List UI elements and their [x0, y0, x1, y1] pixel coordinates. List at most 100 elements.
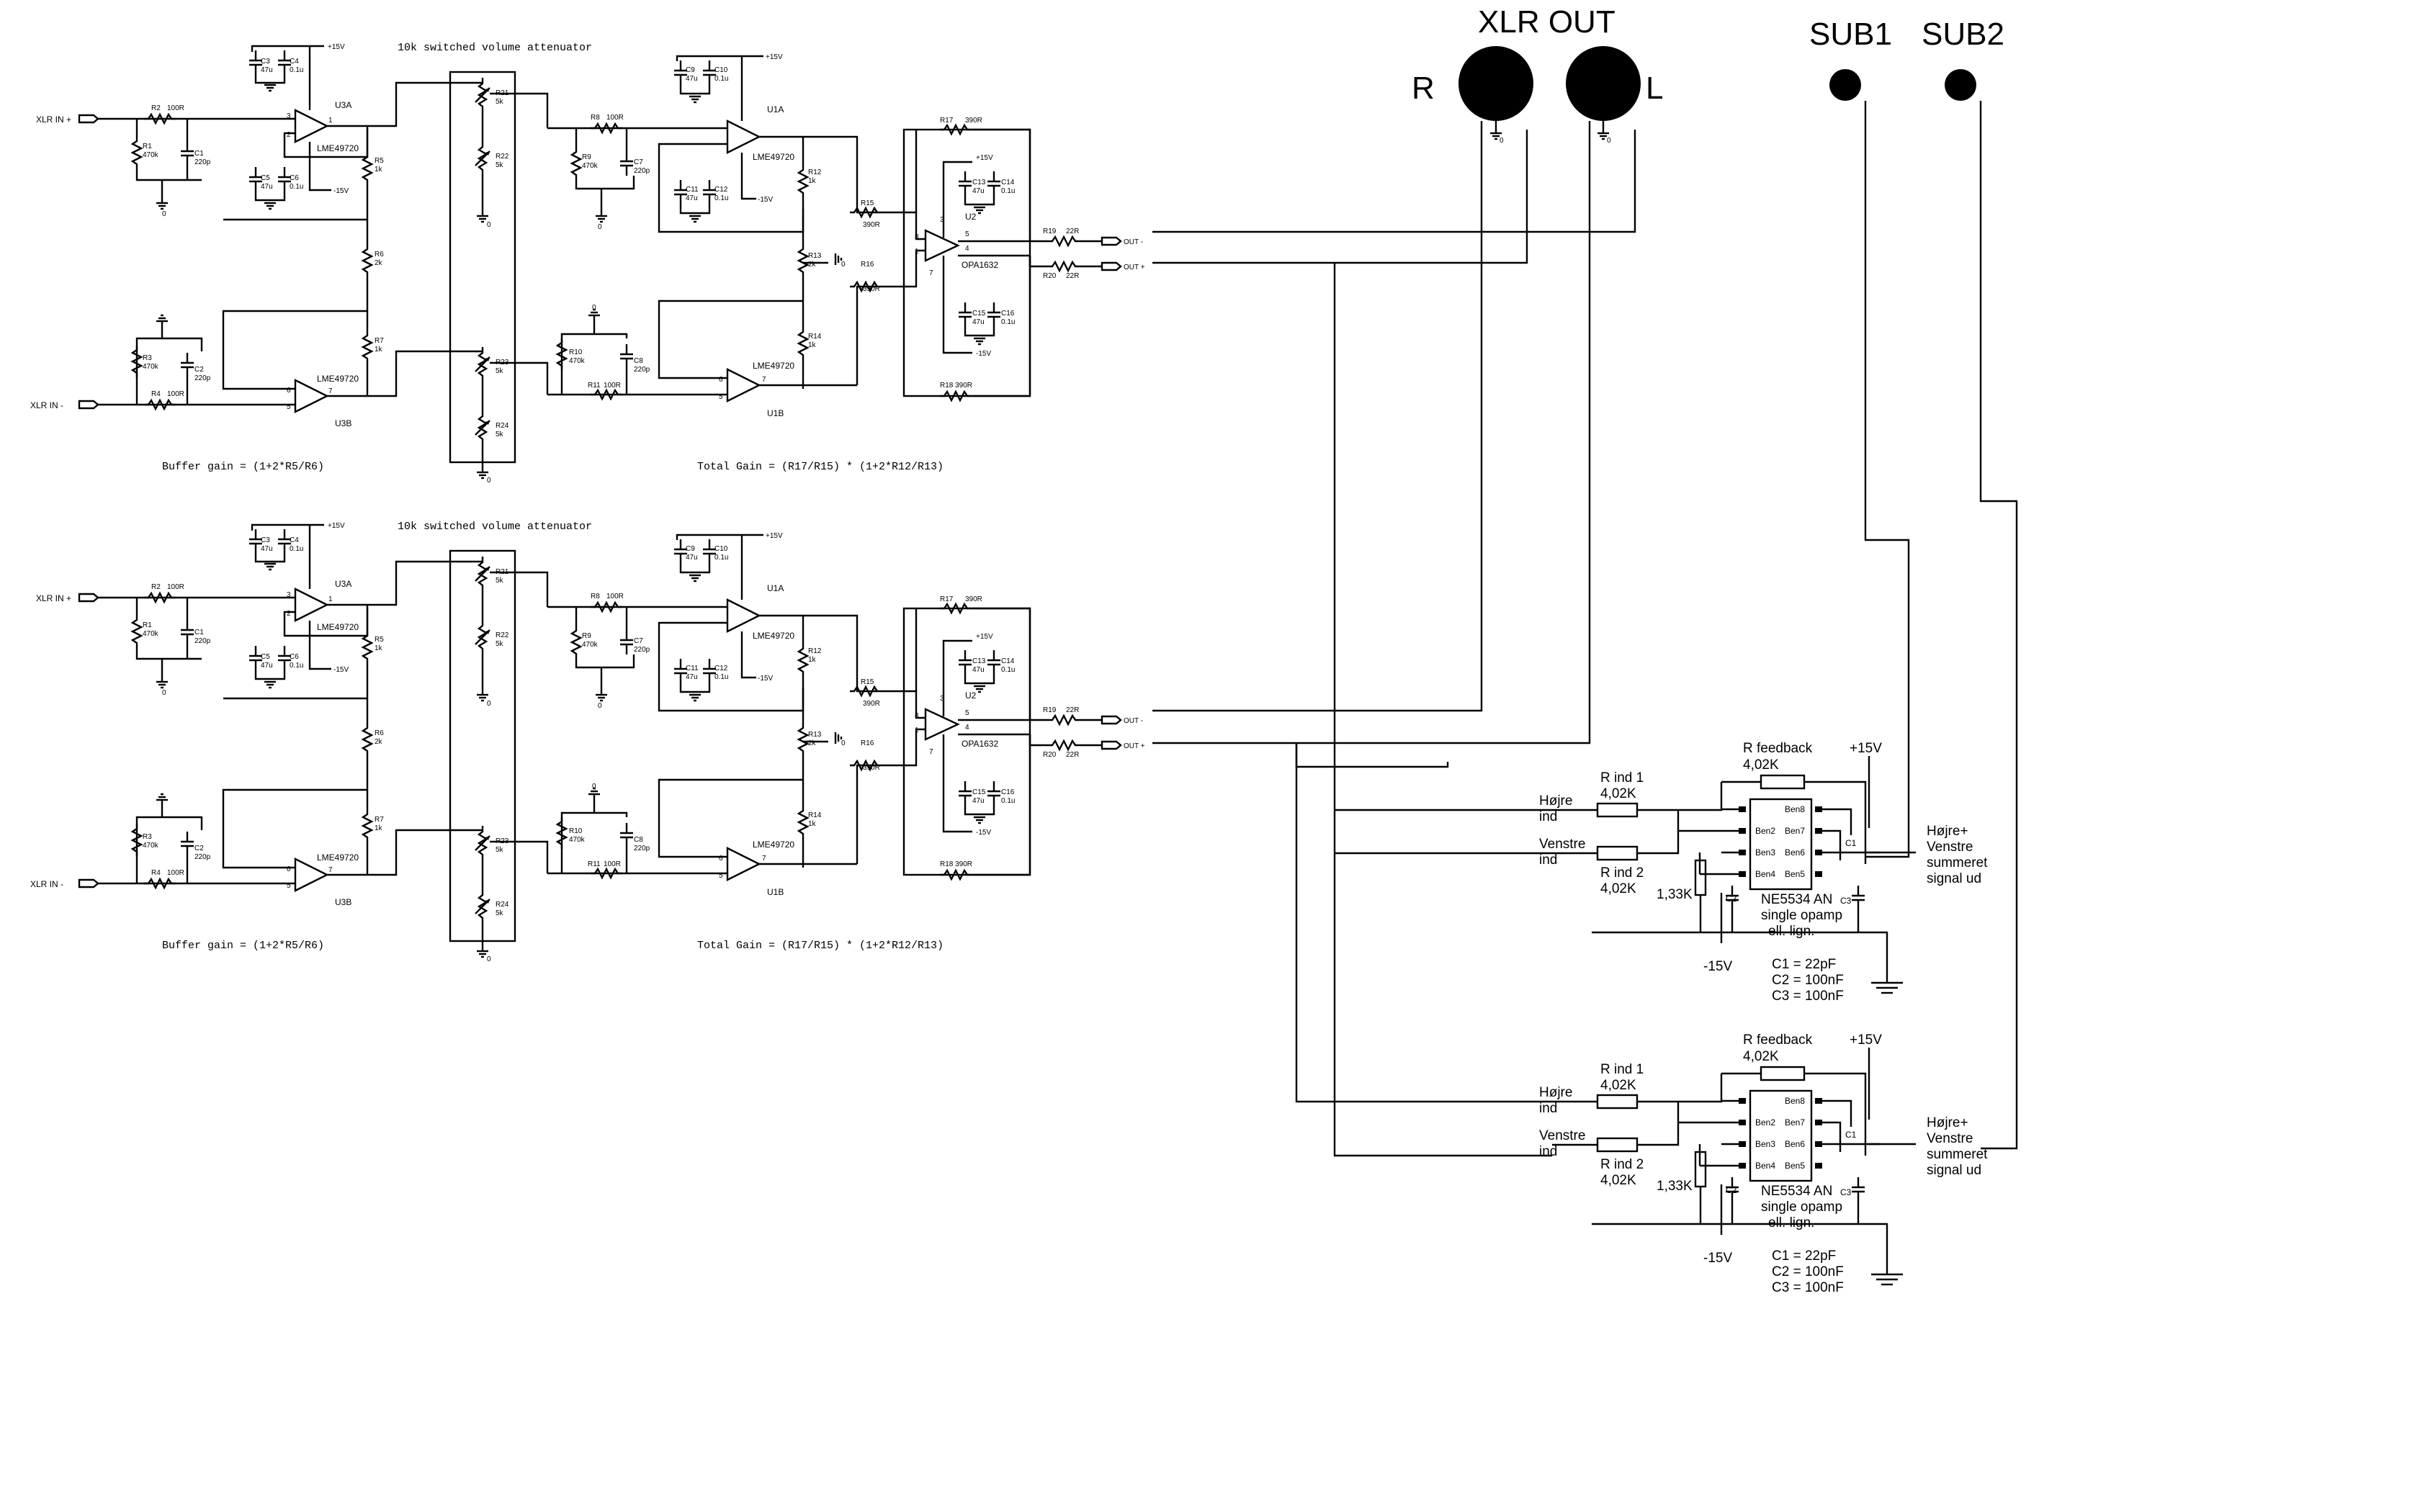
r6-label: R6 — [375, 251, 384, 258]
plus15-label: +15V — [766, 53, 783, 61]
u1b-part: LME49720 — [753, 361, 794, 371]
pin: 6 — [719, 376, 723, 384]
hojre-label: Højre — [1539, 793, 1572, 809]
r7-value: 1k — [375, 346, 383, 354]
c11-label: C11 — [686, 186, 699, 194]
pin: 4 — [965, 245, 969, 253]
pin: 6 — [287, 387, 291, 395]
pin-ben4: Ben4 — [1755, 869, 1775, 879]
c7-value: 220p — [634, 167, 650, 175]
chip-label-1: NE5534 AN — [1761, 892, 1832, 907]
r14-value: 1k — [808, 341, 817, 349]
pin-ben3: Ben3 — [1755, 847, 1775, 858]
r4-value: 100R — [167, 390, 184, 398]
plus15-label: +15V — [328, 43, 345, 51]
pin-ben2: Ben2 — [1755, 826, 1775, 836]
r6-value: 2k — [375, 259, 383, 267]
c6-label: C6 — [290, 174, 299, 182]
r17-label: R17 — [940, 117, 954, 125]
pin: 7 — [929, 269, 933, 277]
xlr-left-label: L — [1646, 71, 1663, 106]
c14-label: C14 — [1001, 179, 1015, 186]
pin-ben6: Ben6 — [1785, 847, 1805, 858]
r2-value: 100R — [167, 104, 184, 112]
c16-value: 0.1u — [1001, 318, 1015, 326]
c3-label: C3 — [261, 58, 270, 66]
r17-value: 390R — [965, 117, 982, 125]
xlr-right-jack — [1458, 46, 1533, 121]
r22-label: R22 — [496, 153, 509, 161]
chip-label-3: ell. lign. — [1768, 924, 1814, 939]
c12-value: 0.1u — [714, 194, 728, 202]
c15-value: 47u — [972, 318, 985, 326]
xlr-right-label: R — [1412, 71, 1435, 106]
minus15-label: -15V — [976, 350, 991, 358]
venstre-label-2: ind — [1539, 852, 1557, 868]
c9-label: C9 — [686, 66, 695, 74]
total-gain-formula: Total Gain = (R17/R15) * (1+2*R12/R13) — [697, 461, 944, 473]
r12-label: R12 — [808, 168, 822, 176]
r13-label: R13 — [808, 252, 822, 260]
xlr-left-jack — [1566, 46, 1641, 121]
pin: 7 — [762, 376, 766, 384]
pin-ben5: Ben5 — [1785, 869, 1805, 879]
u1b-label: U1B — [767, 408, 784, 418]
r8-label: R8 — [591, 114, 600, 122]
rin1-resistor — [1596, 802, 1639, 818]
pin: 8 — [915, 233, 919, 241]
buffer-gain-formula: Buffer gain = (1+2*R5/R6) — [162, 461, 324, 473]
out-label-4: signal ud — [1927, 871, 1981, 886]
summing-amp-1: R feedback 4,02K +15V R ind 1 4,02K Højr… — [1539, 741, 1988, 1004]
r23-value: 5k — [496, 367, 504, 375]
r10-label: R10 — [569, 348, 583, 356]
pin: 1 — [328, 117, 333, 125]
r10-value: 470k — [569, 357, 586, 365]
r20-label: R20 — [1043, 272, 1057, 280]
r9-value: 470k — [582, 162, 599, 170]
r24-value: 5k — [496, 431, 504, 438]
c11-value: 47u — [686, 194, 698, 202]
channel-top: XLR IN + R2 100R R1 470k C1 220p 0 3 2 U… — [30, 42, 1145, 485]
r3-value: 470k — [143, 363, 159, 371]
r24-label: R24 — [496, 422, 509, 430]
xlr-in-neg-label: XLR IN - — [30, 400, 63, 410]
c1-label: C1 — [194, 150, 204, 158]
c1-label: C1 — [1845, 838, 1857, 848]
c10-label: C10 — [714, 66, 728, 74]
r16-value: 390R — [863, 285, 880, 293]
rin2-value: 4,02K — [1600, 881, 1636, 896]
c14-value: 0.1u — [1001, 187, 1015, 195]
r13-value: 2k — [808, 261, 817, 269]
hojre-label-2: ind — [1539, 809, 1557, 824]
c5-value: 47u — [261, 183, 273, 191]
xlr-right-gnd: 0 — [1500, 137, 1504, 145]
xlr-out-title: XLR OUT — [1478, 4, 1615, 40]
rin2-label: R ind 2 — [1600, 865, 1644, 881]
sub2-jack — [1945, 69, 1976, 101]
r19-label: R19 — [1043, 228, 1057, 235]
u3a-part: LME49720 — [317, 143, 359, 153]
vpos-label: +15V — [1850, 741, 1882, 756]
out-neg-label: OUT - — [1124, 238, 1143, 246]
pin: 7 — [328, 387, 333, 395]
rfb-resistor — [1760, 774, 1806, 790]
minus15-label: -15V — [758, 196, 773, 204]
c3-value: 47u — [261, 66, 273, 74]
sub1-label: SUB1 — [1809, 17, 1892, 52]
r15-label: R15 — [861, 199, 874, 207]
c8-value: 220p — [634, 366, 650, 374]
vneg-label: -15V — [1703, 959, 1732, 974]
rfb-value: 4,02K — [1743, 757, 1779, 773]
pin: 5 — [965, 230, 969, 238]
r15-value: 390R — [863, 221, 880, 229]
c4-label: C4 — [290, 58, 299, 66]
chip-label-2: single opamp — [1761, 908, 1842, 923]
sub2-label: SUB2 — [1922, 17, 2004, 52]
r11-label: R11 — [588, 382, 601, 390]
gnd-label: 0 — [598, 223, 602, 231]
u3b-part: LME49720 — [317, 374, 359, 384]
u3a-label: U3A — [335, 100, 351, 110]
out-label-1: Højre+ — [1927, 824, 1968, 839]
note-c2: C2 = 100nF — [1772, 973, 1844, 988]
r9-label: R9 — [582, 153, 591, 161]
